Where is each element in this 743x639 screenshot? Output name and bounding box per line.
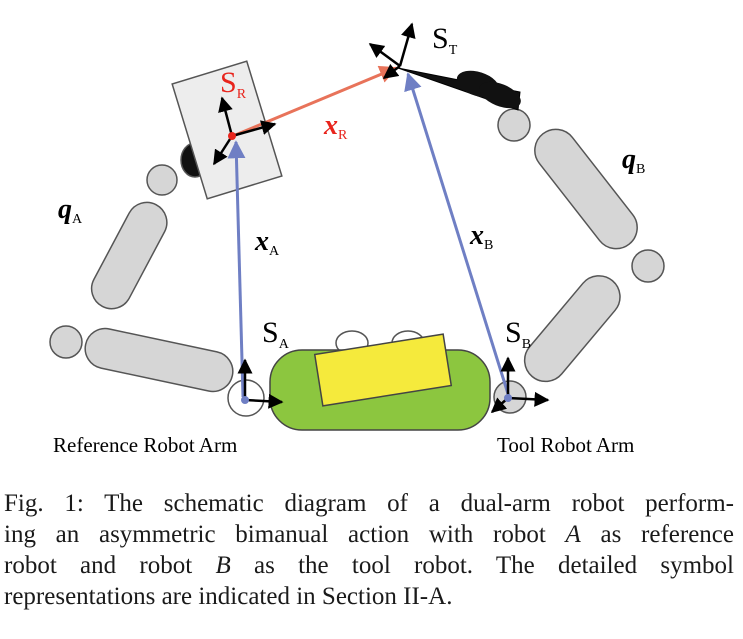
frame-S-B-axes [490,356,550,413]
reference-arm-link-middle [90,201,168,310]
dual-arm-diagram: SR ST SA SB xR xA xB qA qB Reference Rob… [49,22,665,457]
robot-base [227,330,491,431]
frame-S-R-axes [212,96,277,166]
tool-arm-link-lower [523,275,621,383]
label-S-R: SR [220,66,247,102]
reference-arm-joint-lower [49,325,83,359]
caption-line-1: Fig. 1: The schematic diagram of a dual-… [4,490,734,517]
caption-line-2: ing an asymmetric bimanual action with r… [4,521,734,548]
label-x-B: xB [469,220,493,253]
vector-x-A [227,140,246,398]
label-reference-robot-arm: Reference Robot Arm [53,433,237,457]
caption-line-4: representations are indicated in Section… [4,583,453,610]
label-q-A: qA [58,194,83,227]
tool-arm-joint-lower [631,249,665,283]
frame-S-A-axes [237,358,284,409]
label-S-T: ST [432,22,458,58]
label-S-A: SA [262,316,290,352]
tool-arm-link-upper [534,128,638,250]
reference-arm [49,142,234,393]
reference-arm-joint-upper [146,164,178,196]
vector-x-B [404,72,511,398]
label-S-B: SB [505,316,531,352]
label-tool-robot-arm: Tool Robot Arm [497,433,634,457]
label-q-B: qB [622,144,645,177]
yellow-object [313,333,453,407]
label-x-R: xR [323,110,348,143]
tool-end-effector [397,67,521,111]
frame-S-T-axes [368,22,416,79]
reference-plate [171,60,283,200]
caption-line-3: robot and robot B as the tool robot. The… [4,552,734,579]
figure-caption: Fig. 1: The schematic diagram of a dual-… [4,488,734,612]
tool-arm-joint-upper [497,108,531,142]
label-x-A: xA [254,226,280,259]
tool-arm [493,108,665,414]
reference-arm-link-base [84,327,234,393]
